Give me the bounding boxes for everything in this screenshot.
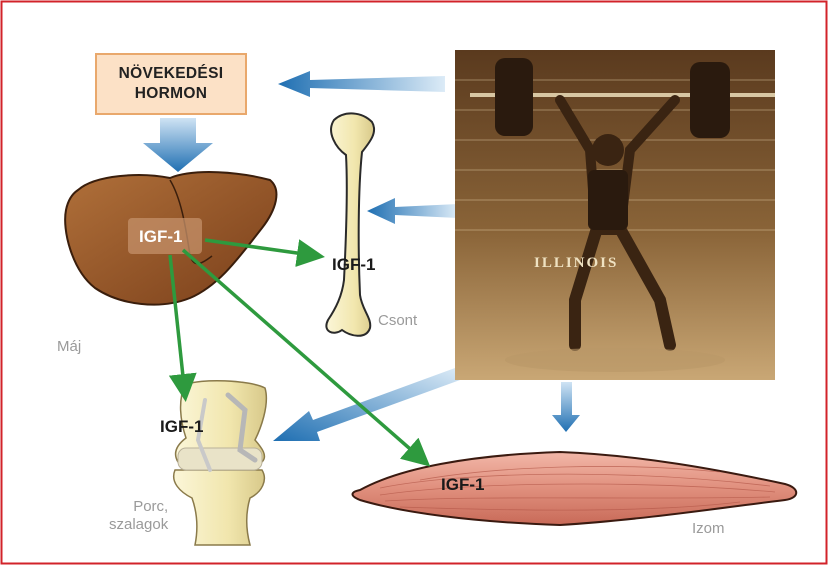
arrow-hormone-to-liver [143,118,213,172]
igf-label-bone: IGF-1 [332,255,375,275]
igf-label-cartilage: IGF-1 [160,417,203,437]
hormone-line-1: NÖVEKEDÉSI [119,64,224,84]
knee-illustration [174,381,267,545]
cartilage-label: Porc, szalagok [123,498,168,534]
arrow-photo-to-cartilage [273,368,460,441]
arrow-photo-to-muscle [552,382,580,432]
arrow-photo-to-hormone [278,71,445,97]
muscle-label: Izom [692,520,725,537]
bone-illustration [326,113,374,335]
growth-hormone-box: NÖVEKEDÉSI HORMON [95,53,247,115]
cartilage-label-line-2: szalagok [109,516,168,534]
cartilage-label-line-1: Porc, [123,498,168,516]
arrow-photo-to-bone [367,198,458,224]
bone-label: Csont [378,312,417,329]
liver-label: Máj [57,338,81,355]
igf-label-muscle: IGF-1 [441,475,484,495]
hormone-line-2: HORMON [135,84,207,104]
igf-label-liver: IGF-1 [139,227,182,247]
weightlifter-photo [455,50,775,380]
photo-banner-text: ILLINOIS [534,255,618,272]
muscle-illustration [353,452,797,525]
